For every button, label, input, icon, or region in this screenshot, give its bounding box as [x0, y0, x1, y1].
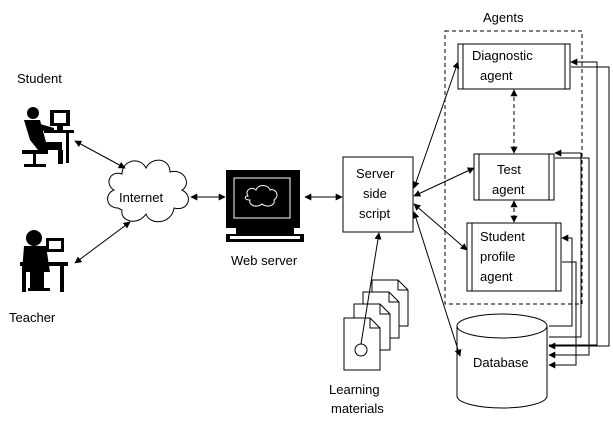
student-profile-line-1: Student	[480, 229, 525, 244]
diagnostic-agent-line-2: agent	[480, 68, 513, 83]
database-cylinder	[456, 313, 548, 409]
connector-profile-database-b	[548, 261, 577, 369]
student-profile-line-2: profile	[480, 249, 515, 264]
diagnostic-agent-line-1: Diagnostic	[472, 48, 533, 63]
server-script-line-1: Server	[356, 166, 395, 181]
arrow-student-internet	[74, 140, 126, 169]
web-server-icon	[226, 170, 304, 242]
test-agent-line-1: Test	[497, 162, 521, 177]
teacher-icon	[20, 230, 68, 292]
server-script-line-3: script	[359, 206, 390, 221]
internet-cloud	[107, 159, 189, 223]
database-label: Database	[473, 355, 529, 370]
agents-label: Agents	[483, 10, 524, 25]
agents-group	[444, 30, 583, 305]
web-server-label: Web server	[231, 253, 298, 268]
learning-materials-line-2: materials	[331, 401, 384, 416]
learning-materials-line-1: Learning	[329, 382, 380, 397]
connector-diagnostic-database-a	[549, 58, 598, 346]
arrow-teacher-internet	[74, 221, 131, 264]
test-agent-line-2: agent	[492, 182, 525, 197]
test-agent-box	[473, 153, 555, 201]
connector-test-database-a	[549, 149, 582, 338]
arrow-materials-script	[360, 232, 382, 345]
server-side-script-box	[342, 156, 414, 233]
student-label: Student	[17, 71, 62, 86]
student-icon	[22, 107, 74, 167]
connector-diagnostic-database-b	[548, 66, 610, 350]
learning-materials-icon	[343, 279, 409, 371]
student-profile-line-3: agent	[480, 269, 513, 284]
server-script-line-2: side	[363, 186, 387, 201]
arrow-script-database	[412, 211, 462, 357]
arrow-script-profile	[413, 203, 468, 251]
diagnostic-agent-box	[457, 43, 571, 90]
connector-test-database-b	[548, 157, 590, 359]
internet-label: Internet	[119, 190, 163, 205]
teacher-label: Teacher	[9, 310, 56, 325]
student-profile-agent-box	[466, 222, 562, 292]
connector-profile-database-a	[549, 234, 573, 327]
arrow-script-diagnostic	[412, 61, 460, 189]
arrow-script-test	[413, 167, 475, 197]
